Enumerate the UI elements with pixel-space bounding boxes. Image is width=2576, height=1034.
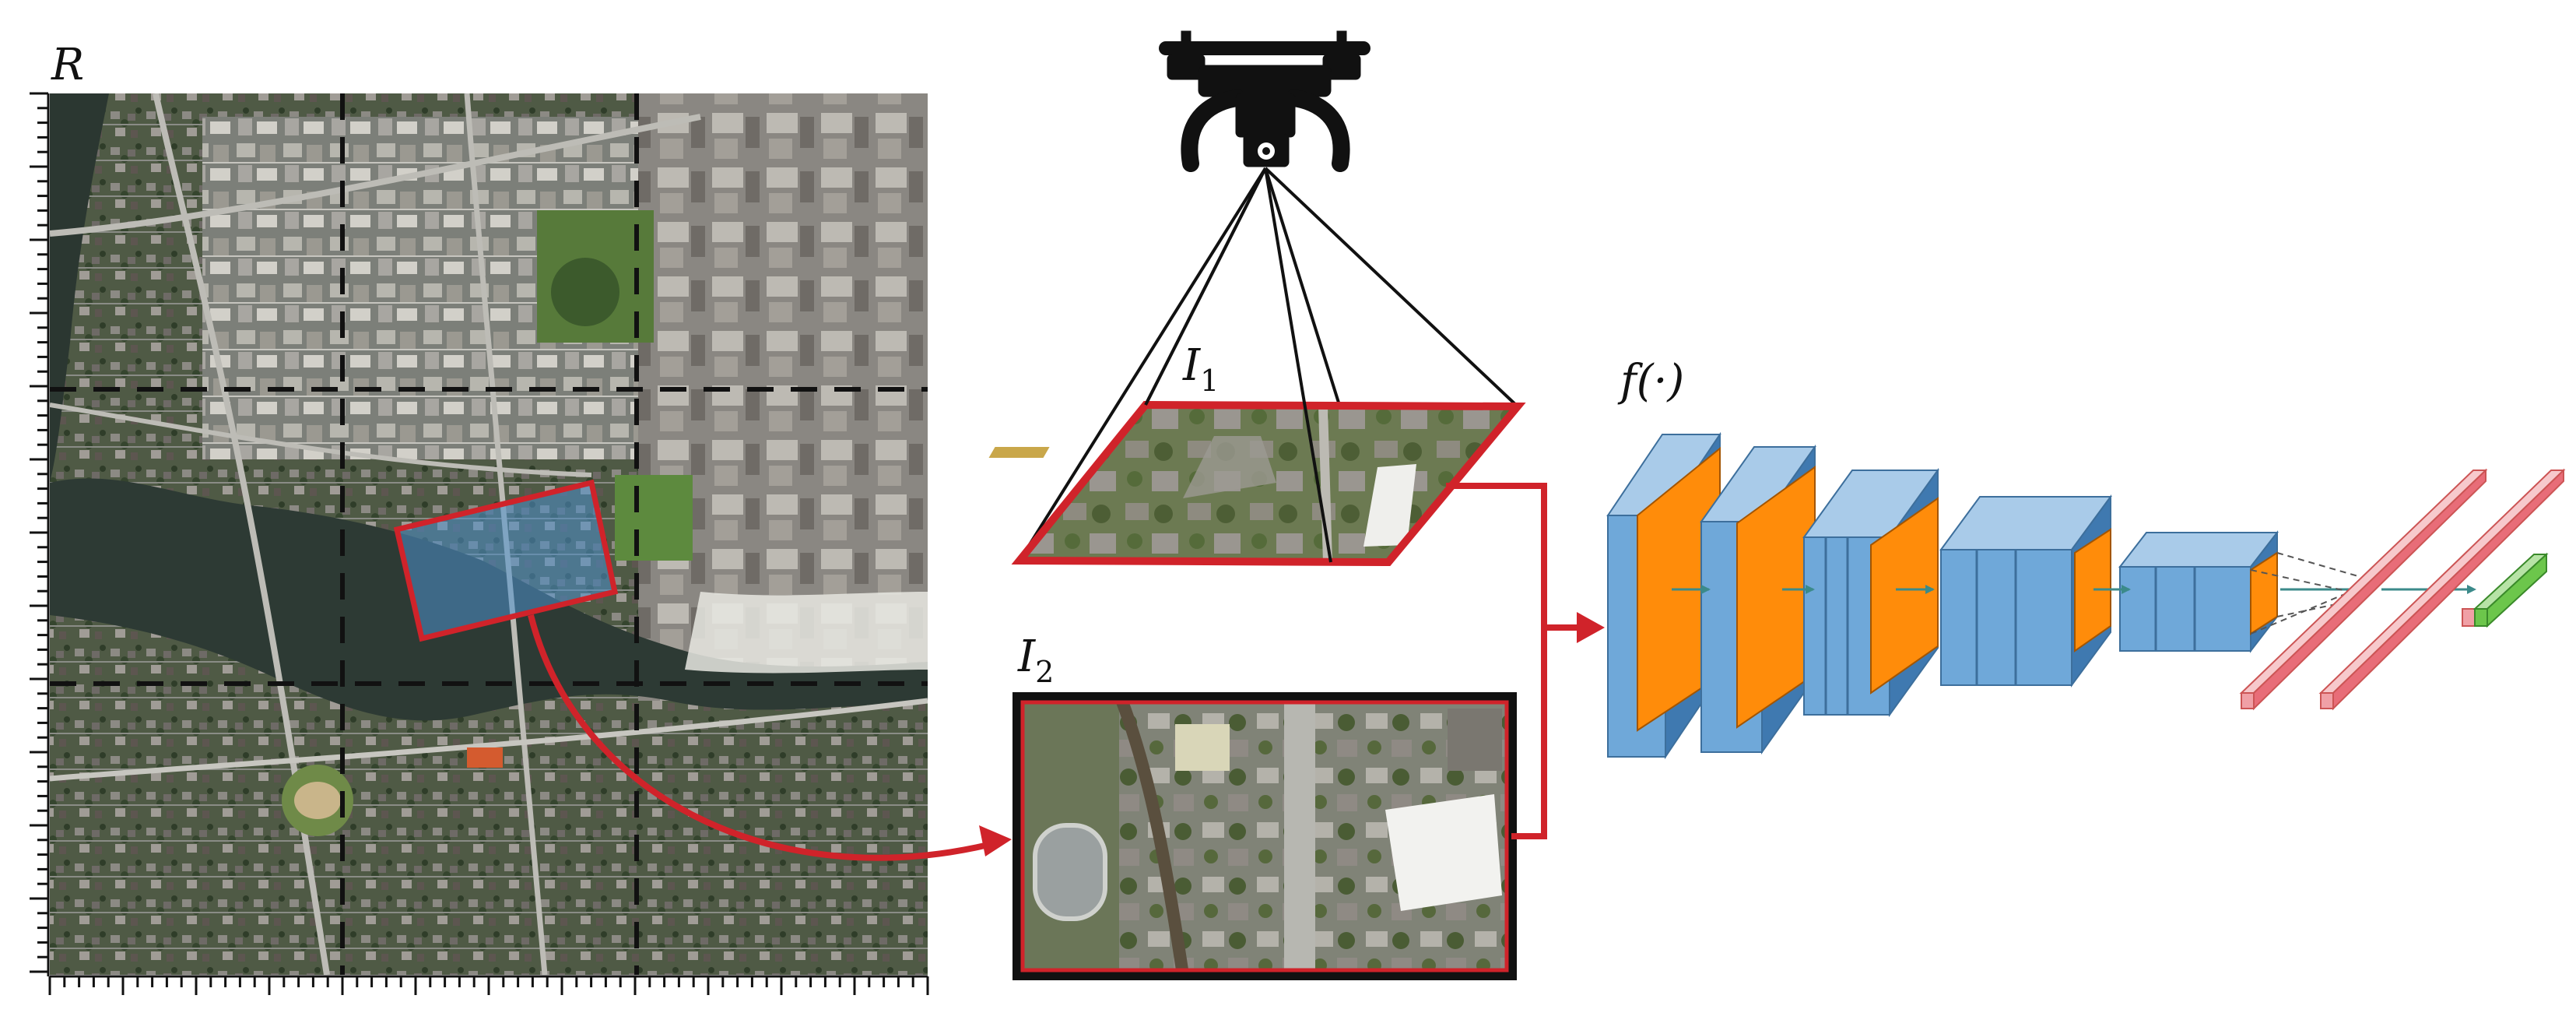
network-label: f(·) [1617, 356, 1684, 406]
conv-block-3 [1802, 467, 1939, 718]
map-to-image2-arrow [528, 614, 989, 861]
nadir-image-i2: I2 [1013, 631, 1517, 980]
reference-map-label: R [51, 40, 84, 90]
fc-layer-2 [2318, 468, 2566, 711]
drone-icon [1159, 30, 1370, 172]
oblique-image-i1: I1 [988, 167, 1526, 567]
cnn-network: f(·) [1606, 356, 2566, 760]
reference-map: R [30, 40, 929, 995]
image1-label: I1 [1182, 340, 1219, 398]
output-layer [2462, 552, 2549, 628]
map-ruler-ticks [30, 92, 929, 995]
connector-arrowhead [1577, 612, 1605, 643]
image2-label: I2 [1017, 631, 1054, 689]
conv-block-4 [1939, 494, 2112, 688]
fc-layer-1 [2239, 468, 2488, 711]
conv-block-2 [1700, 444, 1816, 755]
conv-block-5 [2118, 530, 2279, 653]
images-to-network-connector [1446, 483, 1580, 839]
map-to-image2-arrowhead [979, 825, 1012, 856]
